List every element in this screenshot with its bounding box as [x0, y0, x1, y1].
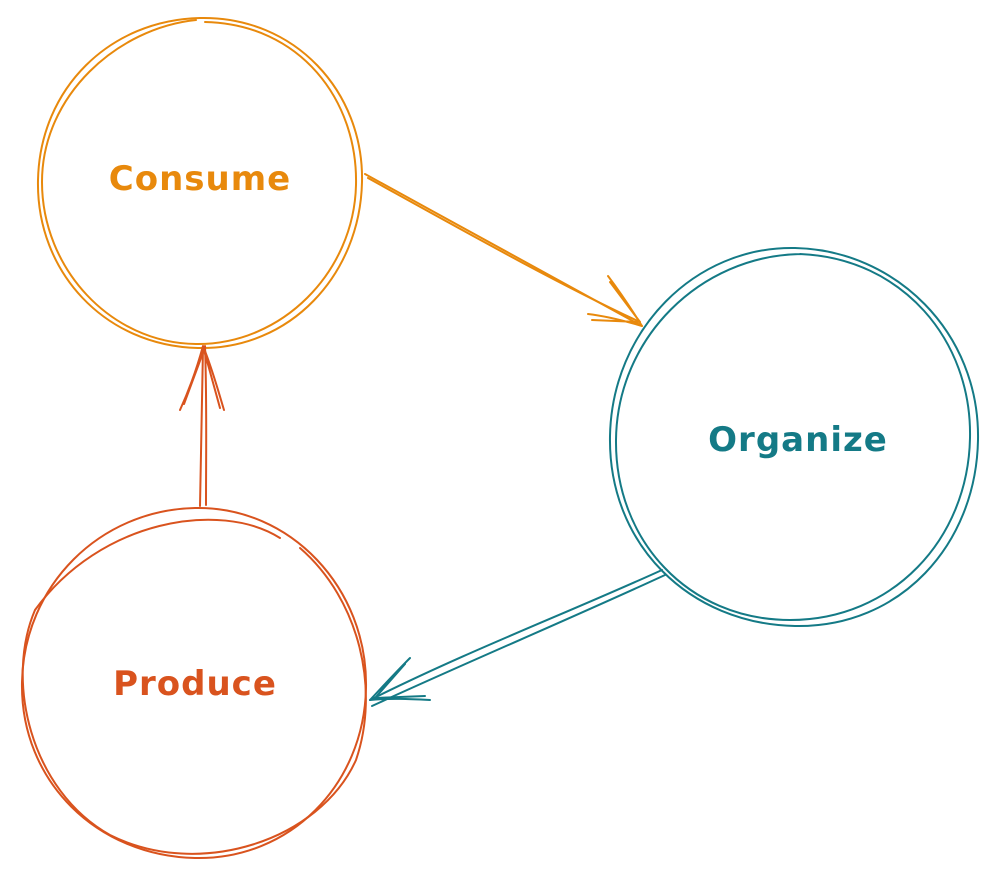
edge-organize-to-produce-line: [369, 569, 663, 701]
edge-produce-to-consume-line: [199, 347, 204, 507]
node-organize-circle: [608, 246, 980, 628]
edge-produce-to-consume: [179, 345, 225, 507]
node-produce-label: Produce: [113, 664, 277, 704]
node-consume-circle: [36, 16, 364, 350]
node-produce: Produce: [20, 506, 368, 860]
edge-produce-to-consume-line-stroke2: [204, 345, 208, 506]
node-organize: Organize: [608, 246, 980, 628]
edge-organize-to-produce: [369, 569, 666, 707]
node-organize-circle-stroke2: [614, 253, 972, 621]
edge-consume-to-organize: [364, 173, 643, 327]
edge-organize-to-produce-arrowhead: [369, 657, 431, 701]
node-consume: Consume: [36, 16, 364, 350]
node-consume-label: Consume: [109, 159, 291, 199]
edge-consume-to-organize-line-stroke2: [367, 177, 641, 323]
node-consume-circle-stroke2: [41, 19, 358, 346]
edge-produce-to-consume-arrowhead: [179, 345, 225, 411]
node-organize-label: Organize: [708, 420, 888, 460]
edge-consume-to-organize-arrowhead: [587, 275, 643, 327]
node-produce-circle-stroke2: [21, 518, 367, 855]
edge-organize-to-produce-line-stroke2: [371, 574, 666, 707]
